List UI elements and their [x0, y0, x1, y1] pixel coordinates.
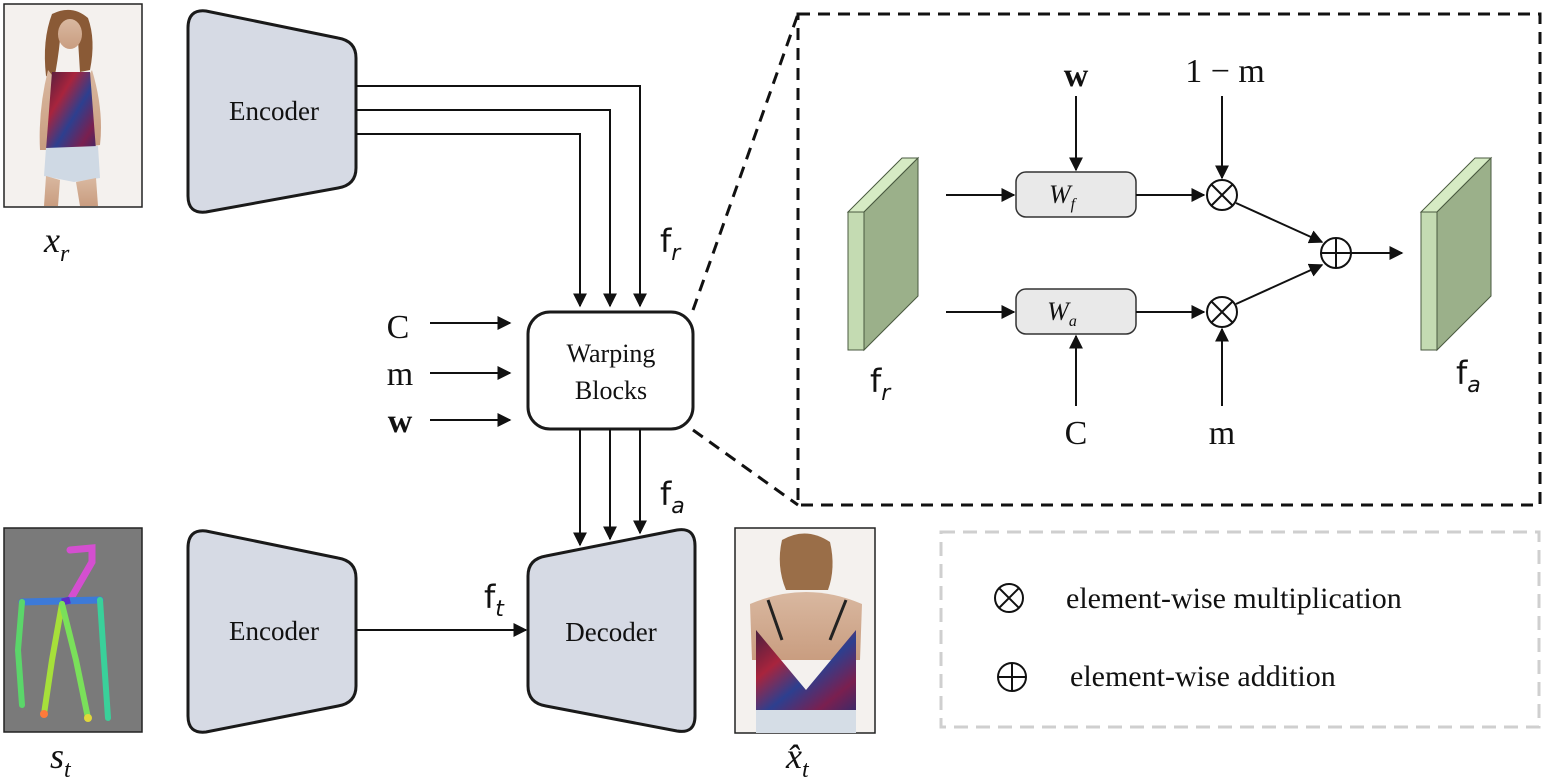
legend-multiplication-label: element-wise multiplication [1066, 582, 1402, 615]
multiply-bottom-icon [1206, 296, 1238, 328]
add-icon [1320, 237, 1352, 269]
legend-multiplication-icon [994, 583, 1024, 613]
detail-one-minus-m-label: 1 − m [1185, 53, 1265, 90]
detail-arrow-mult-top-add [1235, 202, 1324, 244]
detail-c-label: C [1065, 415, 1088, 452]
encoder-top-label: Encoder [229, 96, 319, 126]
warp-fn-wa-label: Wa [1047, 297, 1077, 330]
detail-feature-fa [1419, 156, 1493, 352]
zoom-line-top [691, 13, 800, 311]
reference-image-label: xr [43, 220, 70, 267]
decoder [526, 528, 697, 733]
output-image [734, 527, 876, 734]
legend-box [939, 530, 1541, 729]
detail-m-label: m [1209, 415, 1235, 452]
target-pose-image [3, 527, 143, 733]
input-w-label: w [388, 403, 413, 440]
legend-addition-icon [997, 662, 1027, 692]
warping-label-line2: Blocks [575, 376, 647, 405]
warping-decoder-connections [573, 429, 647, 547]
detail-fa-label: fa [1456, 354, 1481, 398]
zoom-line-bottom [692, 428, 799, 507]
reference-image [3, 3, 143, 208]
warp-fn-wf-label: Wf [1049, 180, 1078, 213]
feature-fa-label: fa [660, 475, 685, 519]
encoder-bottom-label: Encoder [229, 616, 319, 646]
decoder-label: Decoder [565, 617, 656, 647]
detail-arrow-mult-bottom-add [1235, 263, 1324, 305]
warping-label-line1: Warping [567, 339, 656, 368]
multiply-top-icon [1206, 179, 1238, 211]
warp-fn-wf [1015, 171, 1137, 218]
feature-fr-label: fr [660, 222, 682, 266]
input-m-label: m [387, 356, 413, 393]
input-c-label: C [387, 309, 410, 346]
target-pose-label: st [50, 736, 72, 780]
output-image-label: x̂t [785, 736, 810, 780]
detail-panel [796, 12, 1542, 507]
detail-w-label: w [1064, 57, 1089, 94]
warping-blocks [526, 310, 695, 431]
detail-feature-fr [846, 156, 920, 352]
detail-fr-label: fr [870, 362, 892, 406]
legend-addition-label: element-wise addition [1070, 660, 1336, 693]
encoder-bottom [186, 529, 358, 734]
encoder-top [186, 9, 358, 214]
feature-ft-label: ft [484, 578, 505, 622]
encoder-warping-connections [356, 85, 647, 308]
